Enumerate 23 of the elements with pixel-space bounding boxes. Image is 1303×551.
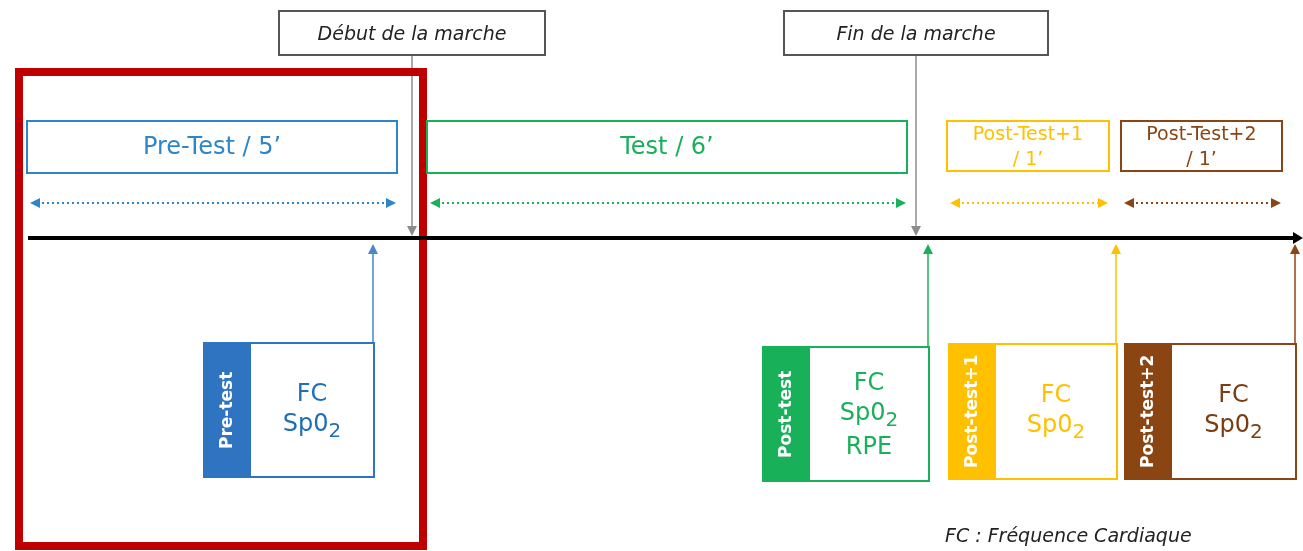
highlight-frame [15,68,427,550]
phase-tab: Pre-test [203,342,249,478]
phase-box: Test / 6’ [426,120,908,174]
arrow [1111,244,1121,344]
arrow [923,244,933,347]
phase-box: Post-Test+2 / 1’ [1120,120,1283,172]
measures-box: FC Sp0$_{2}$ [249,342,375,478]
measures-box: FC Sp0$_{2}$ [994,343,1118,480]
arrow [368,244,378,343]
footnote-text: FC : Fréquence Cardiaque [945,524,1192,546]
timeline-axis [28,231,1303,245]
event-label-box: Début de la marche [278,10,546,56]
phase-box: Post-Test+1 / 1’ [946,120,1110,172]
arrow [407,55,417,236]
event-label-box: Fin de la marche [783,10,1049,56]
arrow [911,55,921,236]
phase-tab: Post-test+2 [1124,343,1170,480]
measures-box: FC Sp0$_{2}$ RPE [808,346,930,482]
phase-tab: Post-test [762,346,808,482]
arrow [1290,244,1300,344]
phase-tab: Post-test+1 [948,343,994,480]
measures-box: FC Sp0$_{2}$ [1170,343,1297,480]
phase-box: Pre-Test / 5’ [26,120,398,174]
